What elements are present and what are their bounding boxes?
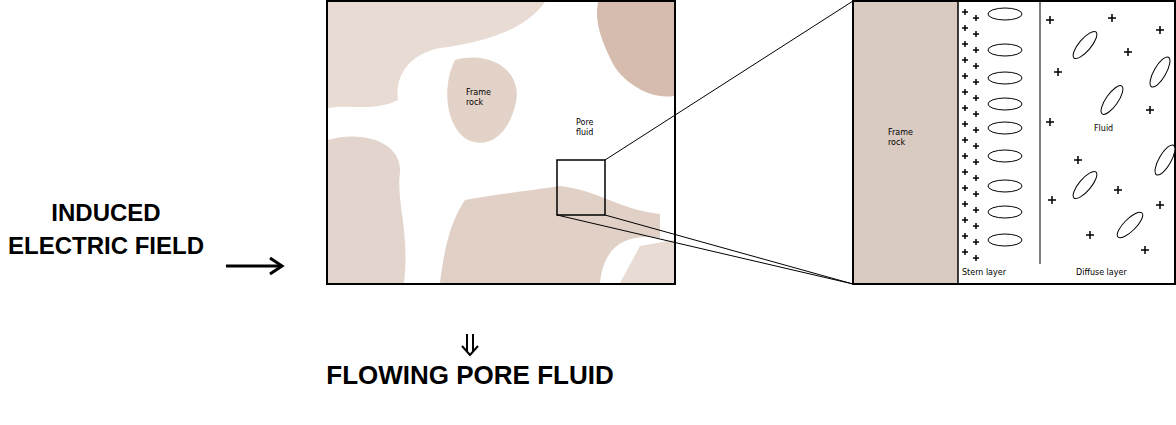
ion-plus (1146, 106, 1154, 114)
ion-plus (962, 57, 968, 63)
ion-plus (973, 223, 979, 229)
water-molecule (988, 122, 1022, 134)
ion-plus (1114, 186, 1122, 194)
water-molecule (988, 206, 1022, 218)
water-molecule (988, 180, 1022, 192)
water-molecule (988, 8, 1022, 20)
ion-plus (973, 255, 979, 261)
ion-plus (1074, 156, 1082, 164)
water-molecule (988, 72, 1022, 84)
ion-plus (1046, 118, 1054, 126)
grain-label: Frame rock (888, 128, 924, 148)
ion-plus (973, 239, 979, 245)
pore-label: Pore fluid (576, 118, 612, 138)
ion-plus (1108, 14, 1116, 22)
layer-label: Stern layer (962, 268, 1036, 278)
ion-plus (973, 79, 979, 85)
ion-plus (1124, 48, 1132, 56)
ion-plus (973, 15, 979, 21)
ion-plus (1054, 68, 1062, 76)
water-molecule (1097, 83, 1126, 118)
water-molecule (988, 234, 1022, 246)
ion-plus (973, 175, 979, 181)
ion-plus (962, 105, 968, 111)
ion-plus (1046, 16, 1054, 24)
ion-plus (973, 143, 979, 149)
field-label: INDUCED ELECTRIC FIELD (6, 196, 206, 262)
ion-plus (962, 249, 968, 255)
ion-plus (962, 217, 968, 223)
ion-plus (962, 41, 968, 47)
ion-plus (973, 63, 979, 69)
ion-plus (962, 185, 968, 191)
ion-plus (962, 73, 968, 79)
ion-plus (973, 207, 979, 213)
ion-plus (962, 233, 968, 239)
ion-plus (973, 95, 979, 101)
ion-plus (973, 47, 979, 53)
grain-label: Frame rock (466, 88, 502, 108)
ion-plus (1048, 196, 1056, 204)
water-molecule (988, 98, 1022, 110)
water-molecule (1146, 54, 1173, 89)
flow-arrow (462, 334, 478, 355)
water-molecule (1069, 28, 1100, 62)
ion-plus (1141, 246, 1149, 254)
field-arrow (226, 258, 282, 274)
ion-plus (962, 201, 968, 207)
water-molecule (988, 150, 1022, 162)
pore-square (327, 1, 675, 284)
zoom-panel (853, 1, 1176, 284)
ion-plus (973, 191, 979, 197)
water-molecule (1114, 209, 1147, 242)
fluid-label: Fluid (1094, 124, 1134, 134)
ion-plus (962, 9, 968, 15)
ion-plus (962, 25, 968, 31)
water-molecule (1069, 168, 1100, 202)
ion-plus (1156, 201, 1164, 209)
ion-plus (962, 89, 968, 95)
ion-plus (973, 111, 979, 117)
ion-plus (962, 137, 968, 143)
ion-plus (1156, 26, 1164, 34)
ion-plus (962, 153, 968, 159)
ion-plus (973, 159, 979, 165)
water-molecule (988, 44, 1022, 56)
ion-plus (1086, 231, 1094, 239)
ion-plus (973, 127, 979, 133)
ion-plus (962, 169, 968, 175)
zoom-lines (557, 1, 853, 284)
layer-label: Diffuse layer (1076, 268, 1156, 278)
flow-label: FLOWING PORE FLUID (300, 360, 640, 390)
ion-plus (973, 31, 979, 37)
ion-plus (962, 121, 968, 127)
water-molecule (1151, 142, 1176, 177)
